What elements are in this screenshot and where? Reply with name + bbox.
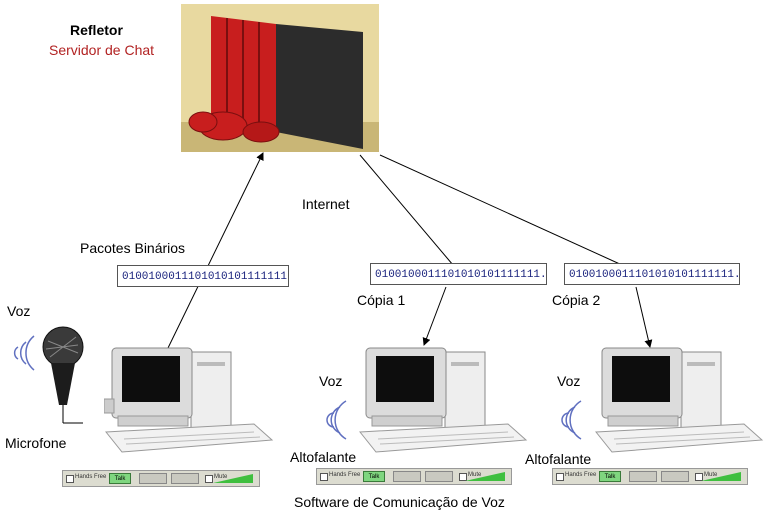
copy-1-label: Cópia 1 [357,292,406,308]
packets-label: Pacotes Binários [80,240,186,256]
receiver-1-voice-toolbar: Hands Free Talk Mute [316,468,512,485]
link-to-receiver-1 [359,154,454,266]
mute-checkbox[interactable] [205,475,213,483]
status-box-1 [139,473,167,484]
receiver-1-speaker-label: Altofalante [290,449,357,465]
packet-copy-2: 0100100011101010101111111... [564,263,740,285]
caption: Software de Comunicação de Voz [294,494,505,510]
talk-button[interactable]: Talk [599,471,621,482]
status-box-2 [425,471,453,482]
receiver-2-voice-label: Voz [557,373,581,389]
volume-slider[interactable] [465,472,505,481]
talk-button[interactable]: Talk [109,473,131,484]
receiver-2-computer-icon [595,347,764,453]
receiver-2-voice-toolbar: Hands Free Talk Mute [552,468,748,485]
talk-button[interactable]: Talk [363,471,385,482]
sound-waves-icon [13,335,35,371]
status-box-2 [661,471,689,482]
microphone-icon [42,326,84,424]
status-box-2 [171,473,199,484]
status-box-1 [629,471,657,482]
sender-computer-icon [104,347,274,453]
hands-free-checkbox[interactable] [66,475,74,483]
receiver-1-computer-icon [359,347,528,453]
receiver-1-voice-label: Voz [319,373,343,389]
hands-free-label: Hands Free [329,472,361,478]
arrow-to-receiver-2 [635,286,653,348]
sender-voice-toolbar: Hands Free Talk Mute [62,470,260,487]
upload-arrow [167,152,264,349]
status-box-1 [393,471,421,482]
hands-free-checkbox[interactable] [320,473,328,481]
copy-2-label: Cópia 2 [552,292,601,308]
packet-copy-1: 0100100011101010101111111... [370,263,547,285]
internet-label: Internet [302,196,350,212]
receiver-2-speaker-label: Altofalante [525,451,592,467]
reflector-title: Refletor [70,22,123,38]
hands-free-checkbox[interactable] [556,473,564,481]
reflector-subtitle: Servidor de Chat [49,42,155,58]
hands-free-label: Hands Free [565,472,597,478]
link-to-receiver-2 [379,154,623,266]
reflector-server-image [181,4,379,152]
hands-free-label: Hands Free [75,474,107,480]
receiver-2-sound-waves-icon [561,400,582,440]
receiver-1-sound-waves-icon [326,400,347,440]
packet-sender: 0100100011101010101111111.. [117,265,289,287]
sender-voice-label: Voz [7,303,31,319]
volume-slider[interactable] [701,472,741,481]
volume-slider[interactable] [213,474,253,483]
arrow-to-receiver-1 [422,286,447,346]
microphone-label: Microfone [5,435,67,451]
